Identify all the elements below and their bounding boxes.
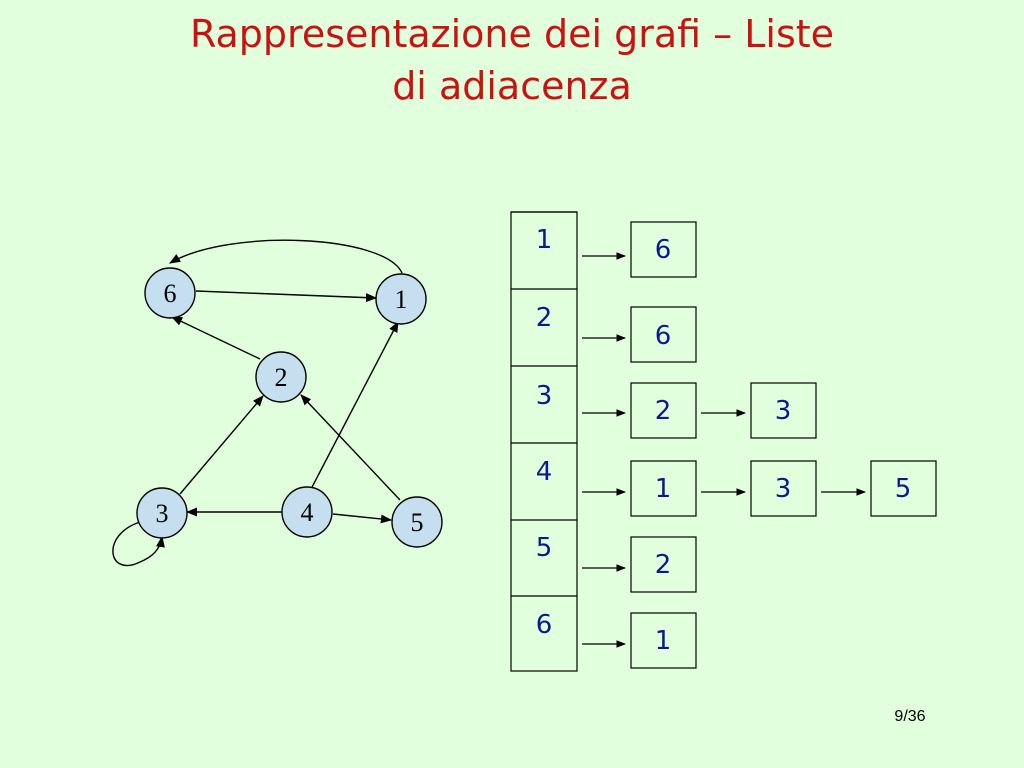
edge-4-5 bbox=[332, 513, 393, 524]
svg-text:3: 3 bbox=[156, 499, 169, 528]
adjacency-row-2: 2 6 bbox=[511, 288, 697, 363]
edge-6-1 bbox=[195, 290, 378, 303]
graph-node-1: 1 bbox=[375, 273, 427, 325]
adjacency-row-6: 6 1 bbox=[511, 595, 697, 669]
adjacency-row-1: 1 6 bbox=[511, 211, 697, 278]
list-node-3-1: 2 bbox=[655, 396, 672, 426]
head-cell-6: 6 bbox=[536, 610, 553, 640]
slide-title: Rappresentazione dei grafi – Liste di ad… bbox=[0, 8, 1024, 112]
graph-node-3: 3 bbox=[136, 487, 188, 539]
list-node-6-1: 1 bbox=[655, 626, 672, 656]
head-array bbox=[510, 211, 578, 672]
adjacency-row-4: 4 1 3 5 bbox=[511, 442, 937, 517]
edge-1-6 bbox=[169, 239, 403, 274]
edge-2-6 bbox=[170, 316, 261, 360]
edge-5-2 bbox=[300, 394, 401, 501]
graph-node-4: 4 bbox=[281, 486, 333, 538]
list-node-4-3: 5 bbox=[895, 474, 912, 504]
list-node-5-1: 2 bbox=[655, 550, 672, 580]
edge-4-1 bbox=[309, 321, 399, 492]
svg-text:1: 1 bbox=[395, 285, 408, 314]
svg-text:6: 6 bbox=[164, 279, 177, 308]
head-cell-4: 4 bbox=[536, 457, 553, 487]
list-node-3-2: 3 bbox=[775, 396, 792, 426]
slide-title-line-1: Rappresentazione dei grafi – Liste bbox=[189, 12, 835, 56]
edge-3-2 bbox=[179, 395, 264, 495]
graph-node-2: 2 bbox=[255, 351, 307, 403]
adjacency-row-5: 5 2 bbox=[511, 519, 697, 593]
svg-text:5: 5 bbox=[411, 508, 424, 537]
head-cell-5: 5 bbox=[536, 533, 553, 563]
list-node-1-1: 6 bbox=[655, 235, 672, 265]
list-node-4-2: 3 bbox=[775, 474, 792, 504]
edge-3-3-self-loop bbox=[112, 521, 165, 567]
graph-node-5: 5 bbox=[391, 496, 443, 548]
slide-title-line-2: di adiacenza bbox=[392, 64, 632, 108]
svg-text:2: 2 bbox=[275, 363, 288, 392]
list-node-2-1: 6 bbox=[655, 321, 672, 351]
adjacency-row-3: 3 2 3 bbox=[511, 365, 817, 439]
svg-text:4: 4 bbox=[301, 498, 314, 527]
head-cell-3: 3 bbox=[536, 381, 553, 411]
head-cell-2: 2 bbox=[536, 303, 553, 333]
head-cell-1: 1 bbox=[536, 225, 553, 255]
list-node-4-1: 1 bbox=[655, 474, 672, 504]
graph-node-6: 6 bbox=[144, 267, 196, 319]
page-number: 9/36 bbox=[894, 708, 926, 725]
